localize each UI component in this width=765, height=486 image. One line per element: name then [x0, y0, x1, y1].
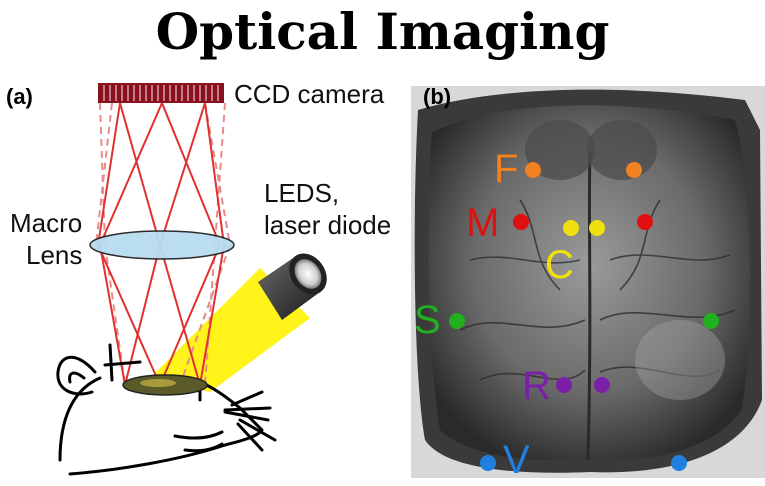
- region-dot-r-right: [594, 377, 610, 393]
- region-dot-v-right: [671, 455, 687, 471]
- region-label-m: M: [466, 201, 500, 245]
- region-label-c: C: [545, 243, 574, 287]
- macro-lens: [89, 230, 235, 260]
- macro-lens-label-line1: Macro: [10, 208, 83, 238]
- region-dot-f-right: [626, 162, 642, 178]
- region-dots: [449, 162, 719, 471]
- region-dot-r-left: [556, 377, 572, 393]
- ccd-camera-icon: [98, 83, 224, 103]
- region-dot-m-left: [513, 214, 529, 230]
- brain-image: [411, 86, 765, 478]
- mouse-icon: [56, 343, 277, 476]
- macro-lens-label-line2: Lens: [26, 240, 83, 270]
- region-dot-c-right: [589, 220, 605, 236]
- ccd-camera-label: CCD camera: [234, 79, 385, 109]
- figure-title: Optical Imaging: [155, 2, 610, 61]
- light-source-label-line1: LEDS,: [264, 178, 340, 208]
- region-dot-f-left: [525, 162, 541, 178]
- region-dot-c-left: [563, 220, 579, 236]
- light-rays: [97, 102, 225, 386]
- region-label-r: R: [522, 364, 551, 408]
- panel-a-label: (a): [6, 84, 33, 109]
- region-dot-s-right: [703, 313, 719, 329]
- region-label-f: F: [494, 147, 519, 191]
- region-dot-s-left: [449, 313, 465, 329]
- region-label-s: S: [414, 298, 441, 342]
- panel-b-label: (b): [423, 84, 452, 109]
- region-label-v: V: [503, 438, 530, 482]
- region-dot-v-left: [480, 455, 496, 471]
- region-dot-m-right: [637, 214, 653, 230]
- light-source-label-line2: laser diode: [264, 210, 392, 240]
- light-source-icon: [258, 253, 327, 320]
